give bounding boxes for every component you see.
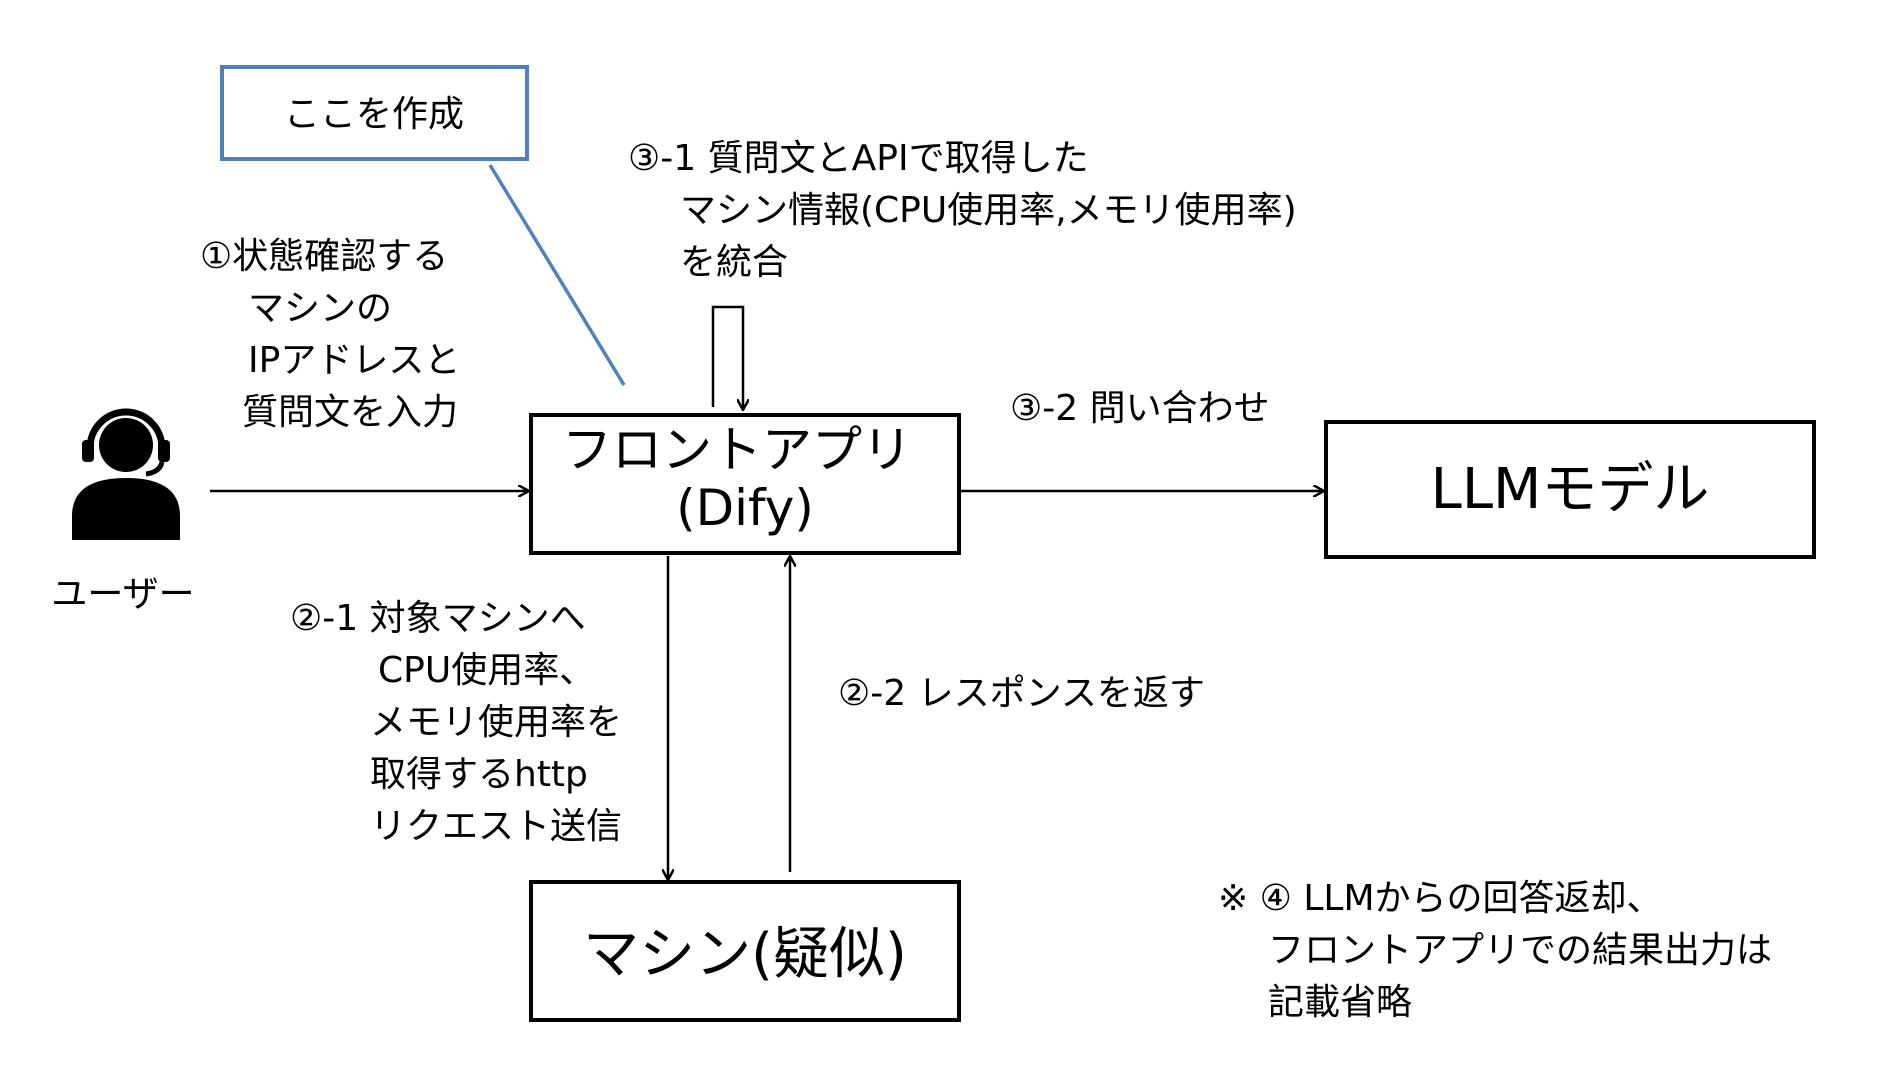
footnote: ※ ④ LLMからの回答返却、 フロントアプリでの結果出力は 記載省略	[1218, 878, 1783, 1023]
step2-1-line-5: リクエスト送信	[370, 806, 622, 847]
front-app-line-1: フロントアプリ	[562, 421, 912, 479]
footnote-line-2: フロントアプリでの結果出力は	[1268, 930, 1772, 971]
step3-1-line-2: マシン情報(CPU使用率,メモリ使用率)	[680, 190, 1297, 231]
front-app-box	[529, 413, 961, 555]
step1-line-2: マシンの	[248, 288, 392, 329]
step3-2-label: ③-2 問い合わせ	[1010, 388, 1270, 429]
step3-1-line-3: を統合	[680, 242, 788, 283]
step2-1-line-3: メモリ使用率を	[370, 702, 622, 743]
user-label: ユーザー	[51, 574, 194, 615]
machine-label: マシン(疑似)	[583, 922, 907, 987]
user-headset-icon	[72, 408, 180, 540]
note-connector	[488, 164, 626, 386]
note-label: ここを作成	[284, 94, 464, 135]
step2-1-line-4: 取得するhttp	[370, 754, 588, 795]
machine-box	[529, 880, 961, 1022]
step2-1-line-1: ②-1 対象マシンへ	[290, 598, 586, 639]
footnote-line-3: 記載省略	[1268, 982, 1412, 1023]
step1-label: ①状態確認する マシンの IPアドレスと 質問文を入力	[200, 236, 472, 433]
front-app-line-2: (Dify)	[676, 479, 814, 537]
step1-line-4: 質問文を入力	[242, 392, 458, 433]
footnote-line-1: ※ ④ LLMからの回答返却、	[1218, 878, 1663, 919]
llm-model-label: LLMモデル	[1431, 457, 1710, 522]
step3-1-label: ③-1 質問文とAPIで取得した マシン情報(CPU使用率,メモリ使用率) を統…	[628, 138, 1308, 283]
llm-model-box	[1324, 420, 1816, 559]
step2-2-label: ②-2 レスポンスを返す	[838, 673, 1205, 714]
front-app-label: フロントアプリ (Dify)	[562, 421, 928, 537]
step1-line-3: IPアドレスと	[248, 340, 460, 381]
note-box	[220, 65, 529, 161]
step1-line-1: ①状態確認する	[200, 236, 448, 277]
arrow-integrate-into-front	[711, 305, 743, 410]
step2-1-line-2: CPU使用率、	[378, 650, 595, 691]
step3-1-line-1: ③-1 質問文とAPIで取得した	[628, 138, 1089, 179]
step2-1-label: ②-1 対象マシンへ CPU使用率、 メモリ使用率を 取得するhttp リクエス…	[290, 598, 633, 847]
